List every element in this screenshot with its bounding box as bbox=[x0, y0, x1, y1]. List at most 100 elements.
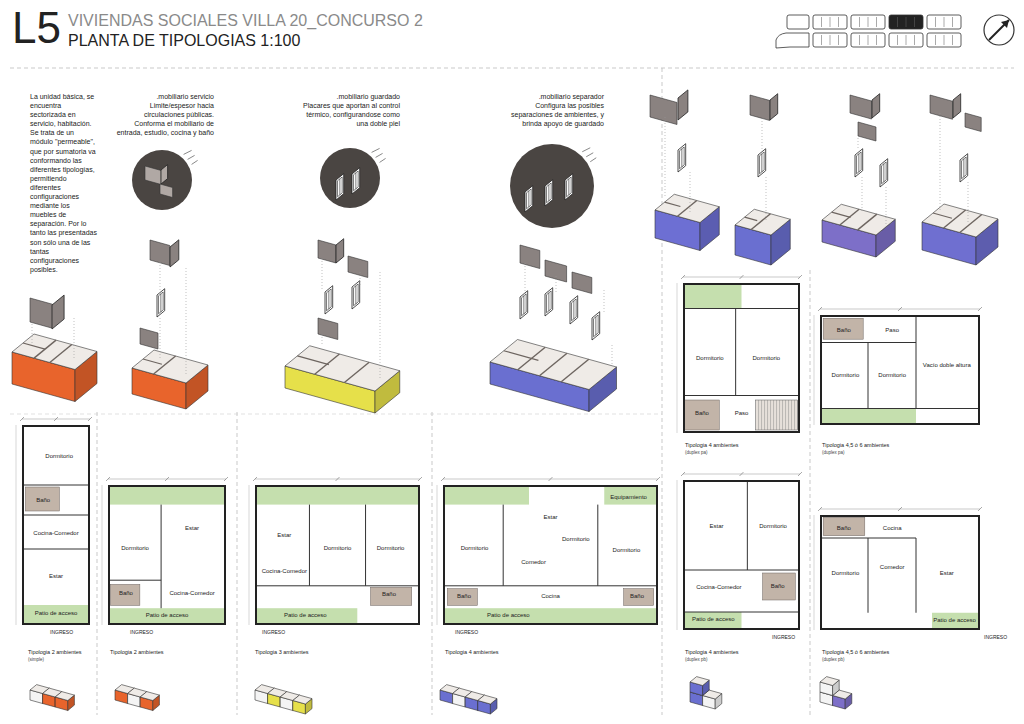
drawing-line bbox=[935, 17, 936, 27]
drawing-circle bbox=[984, 15, 1014, 45]
room-label: Equipamiento bbox=[610, 493, 647, 500]
room-label: Vacío doble altura bbox=[923, 361, 971, 368]
partition bbox=[255, 585, 420, 586]
stair-step bbox=[782, 400, 783, 430]
partition bbox=[161, 505, 162, 609]
partition bbox=[683, 395, 800, 396]
typology-caption: Tipologia 2 ambientes bbox=[28, 649, 82, 656]
drawing-line bbox=[897, 17, 898, 27]
drawing-line bbox=[876, 35, 877, 45]
room-label: Baño bbox=[695, 410, 709, 417]
wall-piece bbox=[318, 240, 336, 263]
dimension-tick bbox=[978, 307, 982, 311]
cabinet-piece bbox=[545, 180, 553, 206]
projection-line bbox=[862, 177, 863, 212]
partition bbox=[820, 538, 916, 539]
exploded-furniture bbox=[30, 90, 981, 378]
intro-note: La unidad básica, se encuentra sectoriza… bbox=[30, 92, 98, 274]
projection-line bbox=[556, 276, 557, 292]
drawing-line bbox=[540, 353, 568, 376]
drawing-line bbox=[355, 286, 356, 304]
partition bbox=[916, 315, 917, 409]
typology-caption: Tipologia 4 ambientes bbox=[685, 442, 739, 449]
cabinet-piece bbox=[592, 312, 600, 340]
typology-note: (duplex pb) bbox=[685, 657, 708, 663]
drawing-polygon bbox=[922, 204, 998, 237]
room-label: Patio de acceso bbox=[487, 612, 530, 619]
wall-piece bbox=[145, 166, 161, 185]
entry-label: INGRESO bbox=[984, 634, 1007, 641]
wall-piece bbox=[336, 239, 344, 263]
drawing-line bbox=[297, 356, 329, 365]
cabinet-door bbox=[327, 289, 332, 311]
typology-caption: Tipologia 4,5 ó 6 ambientes bbox=[822, 442, 889, 449]
projection-line bbox=[604, 290, 605, 312]
drawing-line bbox=[906, 35, 907, 45]
patio bbox=[255, 608, 357, 625]
dimension-line bbox=[677, 283, 678, 433]
service-block bbox=[763, 573, 796, 600]
projection-line bbox=[525, 263, 526, 295]
drawing-circle bbox=[320, 148, 380, 208]
typology-caption: Tipologia 3 ambientes bbox=[255, 649, 309, 656]
note-heading: .mobiliario servicio bbox=[114, 92, 214, 101]
dimension-tick bbox=[253, 477, 257, 481]
dimension-tick bbox=[818, 507, 822, 511]
room-label: Dormitorio bbox=[461, 545, 489, 552]
service-block bbox=[25, 487, 59, 511]
drawing-polygon bbox=[285, 346, 400, 391]
drawing-polygon bbox=[690, 677, 709, 686]
drawing-polygon bbox=[12, 334, 97, 370]
drawing-polygon bbox=[735, 209, 790, 235]
wall-piece bbox=[318, 318, 338, 340]
projection-line bbox=[968, 182, 969, 222]
drawing-rect bbox=[851, 33, 885, 47]
room-label: Baño bbox=[457, 593, 471, 600]
typology-caption: Tipologia 2 ambientes bbox=[110, 649, 164, 656]
floor-plan: DormitorioEstarBañoCocina-ComedorPatio d… bbox=[108, 485, 226, 625]
service-block bbox=[624, 589, 654, 606]
drawing-line bbox=[561, 359, 589, 382]
drawing-line bbox=[523, 296, 524, 314]
drawing-polygon bbox=[478, 695, 497, 704]
room-label: Baño bbox=[630, 593, 644, 600]
dimension-tick bbox=[798, 472, 802, 476]
cabinet-piece bbox=[525, 186, 533, 212]
partition bbox=[820, 408, 980, 409]
drawing-line bbox=[188, 155, 195, 159]
room-label: Patio de acceso bbox=[692, 616, 735, 623]
projection-line bbox=[160, 318, 161, 360]
stair-step bbox=[761, 400, 762, 430]
sheet-title: VIVIENDAS SOCIALES VILLA 20_CONCURSO 2 bbox=[68, 12, 423, 30]
cabinet-door bbox=[547, 291, 552, 313]
room-label: Patio de acceso bbox=[35, 610, 78, 617]
note-text: Limite/espesor hacia circulaciones públi… bbox=[114, 101, 214, 137]
partition bbox=[503, 505, 504, 586]
stair-step bbox=[797, 400, 798, 430]
drawing-line bbox=[821, 35, 822, 45]
room-label: Cocina-Comedor bbox=[33, 530, 78, 537]
dimension-tick bbox=[165, 477, 169, 481]
drawing-line bbox=[858, 154, 859, 172]
drawing-line bbox=[192, 160, 198, 164]
drawing-line bbox=[830, 17, 831, 27]
drawing-rect bbox=[927, 33, 961, 47]
note-heading: .mobiliario guardado bbox=[298, 92, 400, 101]
room-label: Patio de acceso bbox=[284, 612, 327, 619]
drawing-line bbox=[10, 68, 1014, 69]
wall-piece bbox=[160, 184, 173, 198]
cabinet-door bbox=[857, 152, 862, 174]
key-plan bbox=[776, 15, 961, 48]
room-label: Comedor bbox=[880, 564, 905, 571]
unit-axonometric bbox=[735, 209, 790, 265]
room-label: Dormitorio bbox=[832, 372, 860, 379]
drawing-line bbox=[989, 20, 1009, 40]
room-label: Patio de acceso bbox=[933, 617, 976, 624]
partition bbox=[747, 480, 748, 570]
drawing-line bbox=[906, 17, 907, 27]
cabinet-door bbox=[882, 162, 887, 184]
floor-plan: DormitorioDormitorioBañoPaso bbox=[683, 283, 800, 433]
projection-line bbox=[766, 177, 767, 222]
drawing-circle bbox=[510, 144, 594, 228]
projection-line bbox=[858, 138, 859, 150]
